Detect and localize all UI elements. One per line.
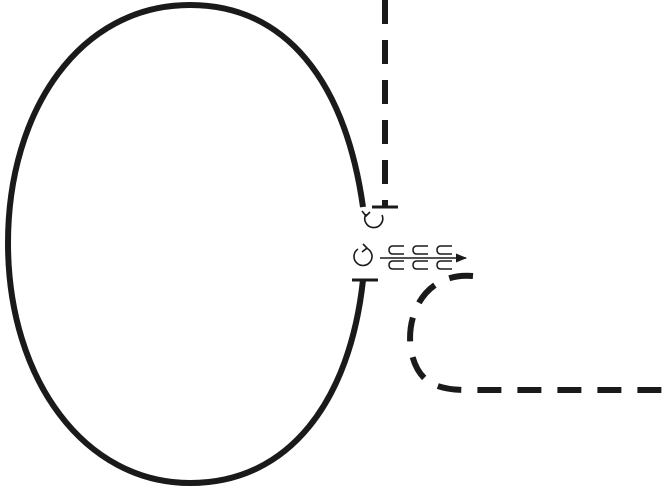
c-shape-icon — [437, 246, 452, 254]
curved-arrow-icon — [362, 211, 383, 228]
closed-loop — [8, 5, 363, 483]
circular-arrow-icon — [354, 244, 372, 265]
lower-track — [410, 276, 666, 390]
c-shape-icon — [389, 246, 404, 254]
c-shape-icon — [413, 261, 428, 269]
c-shape-icon — [413, 246, 428, 254]
c-shape-icon — [389, 261, 404, 269]
c-shape-icon — [437, 261, 452, 269]
